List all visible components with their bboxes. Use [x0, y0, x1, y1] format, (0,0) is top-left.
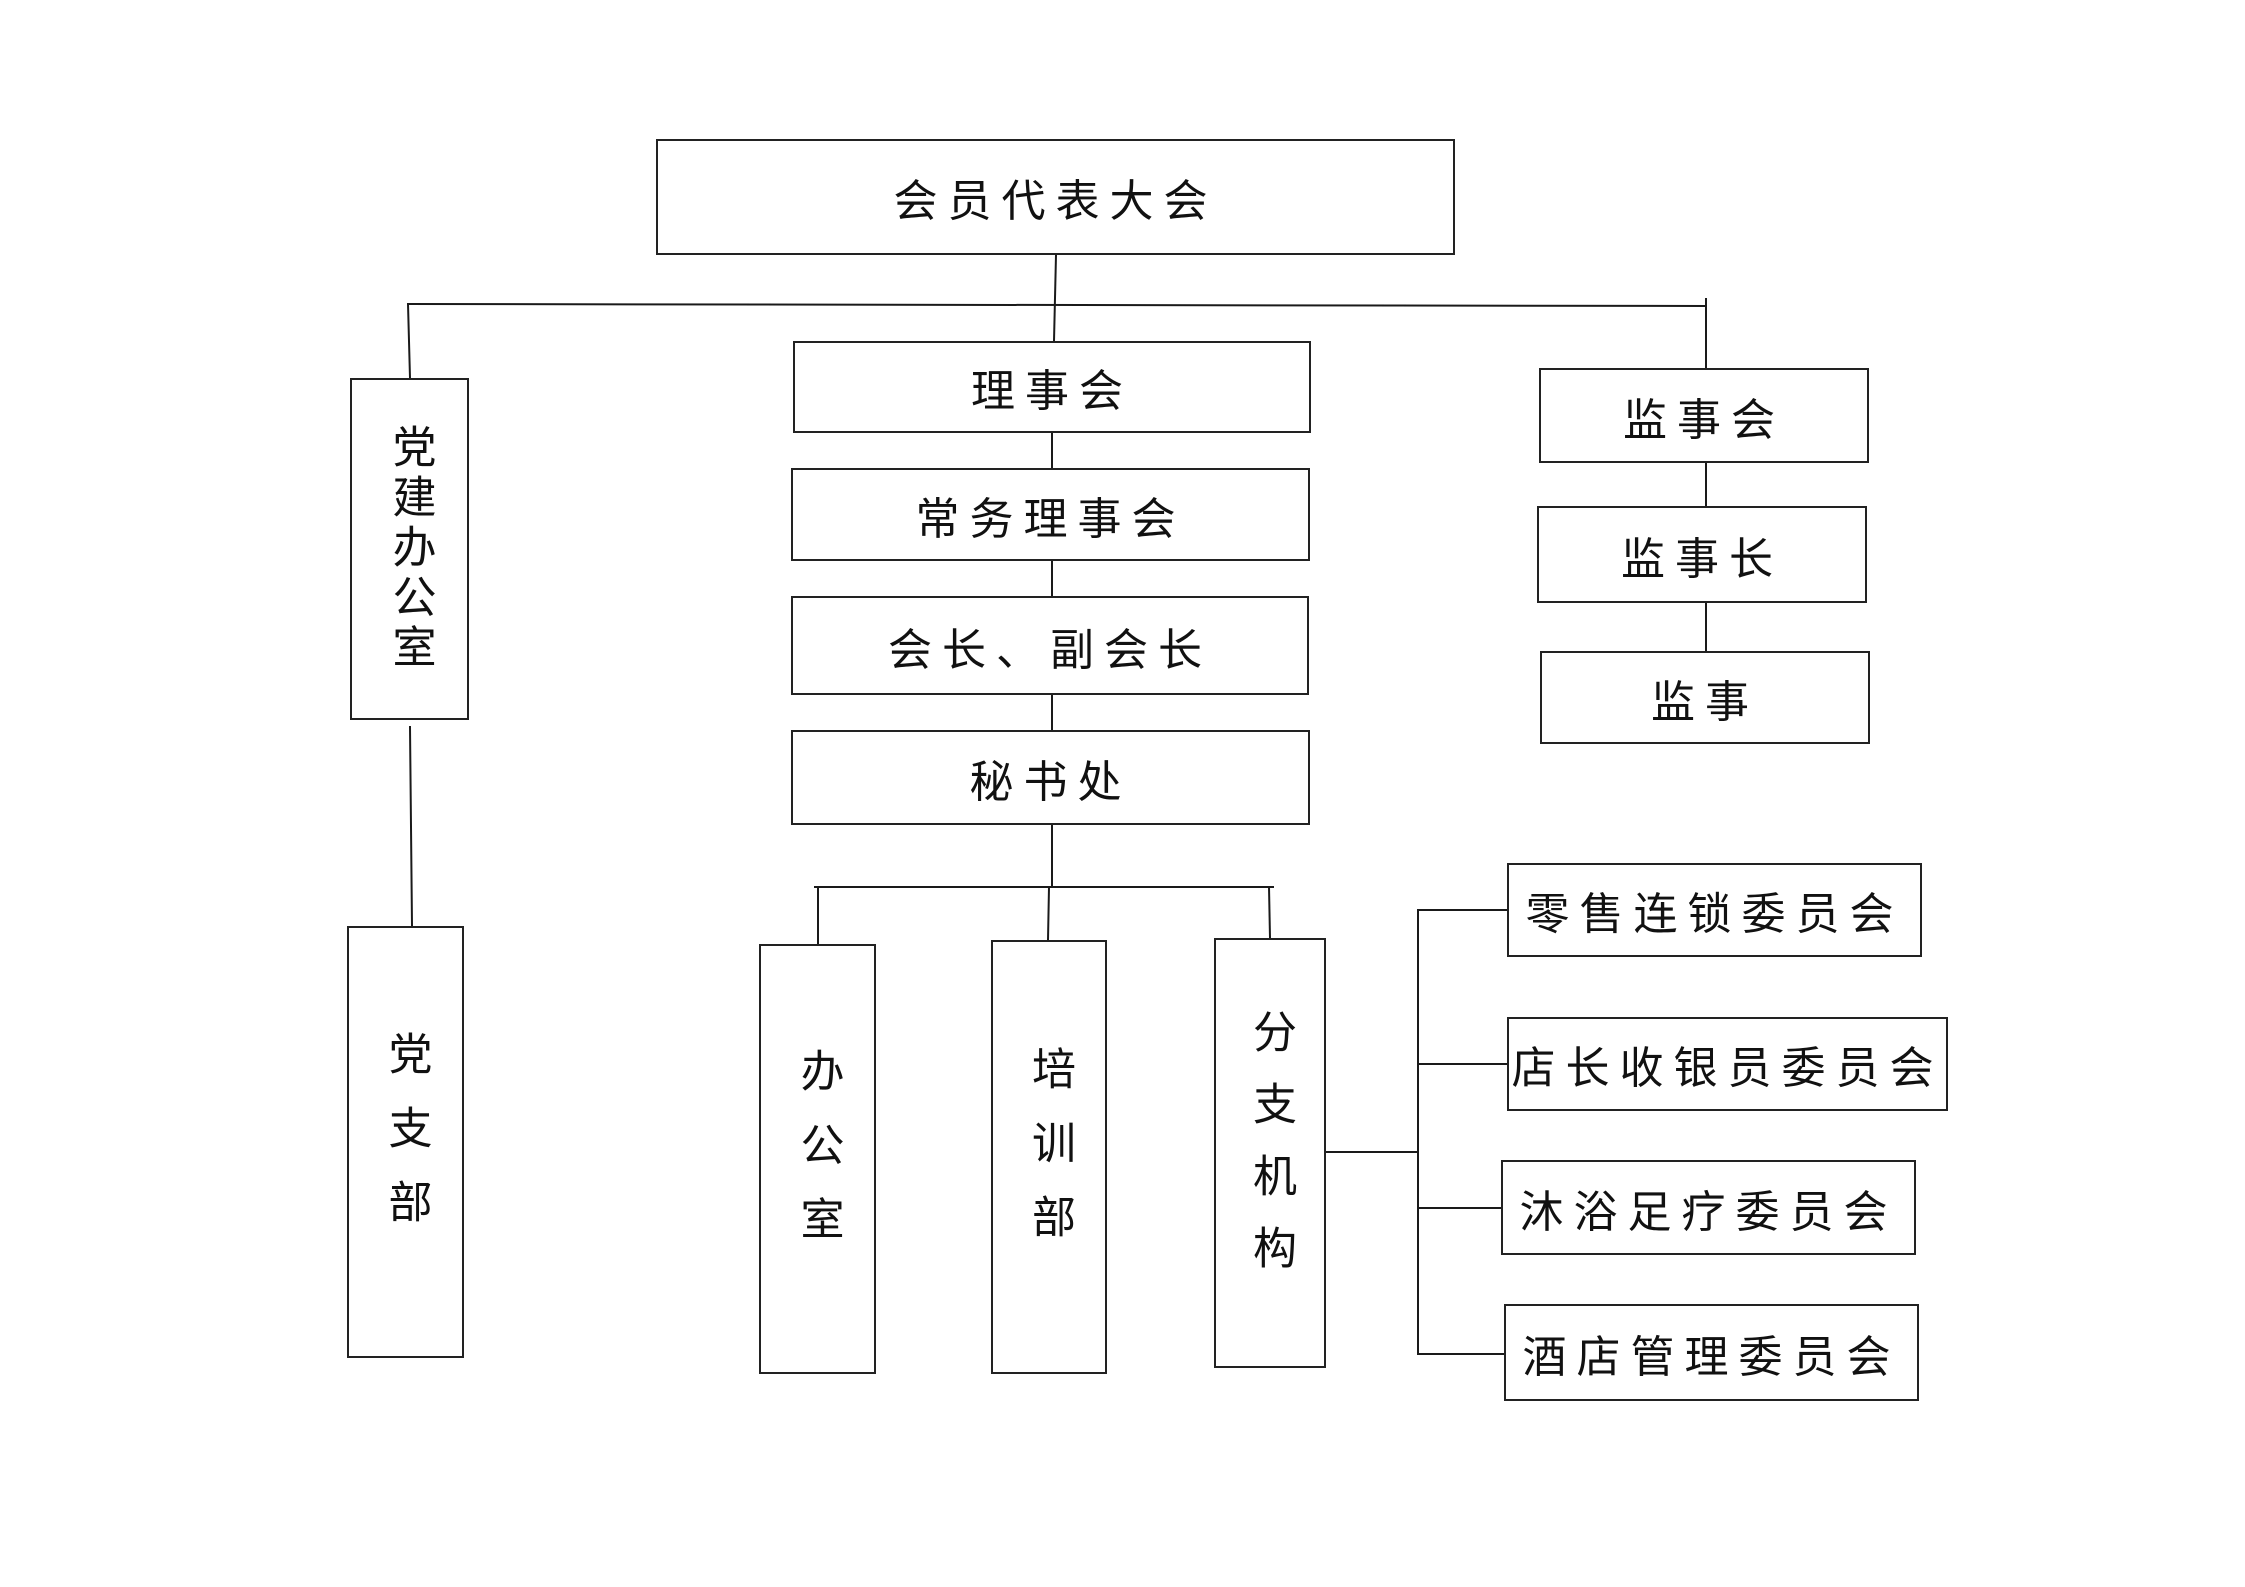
node-party-branch: 党支部: [347, 926, 464, 1358]
node-branches: 分支机构: [1214, 938, 1326, 1368]
node-supervisor: 监事: [1540, 651, 1870, 744]
node-retail-committee: 零售连锁委员会: [1507, 863, 1922, 957]
node-supervisor-label: 监事: [1651, 676, 1759, 728]
connector-party-branch: [408, 725, 414, 928]
node-congress: 会员代表大会: [656, 139, 1455, 255]
node-branches-label: 分支机构: [1245, 1009, 1296, 1297]
node-congress-label: 会员代表大会: [893, 176, 1218, 227]
node-council-label: 理事会: [971, 366, 1133, 417]
node-retail-committee-label: 零售连锁委员会: [1525, 889, 1904, 940]
node-party-office: 党建办公室: [350, 378, 469, 720]
node-council: 理事会: [793, 341, 1311, 433]
node-secretariat-label: 秘书处: [969, 756, 1132, 808]
node-training-label: 培训部: [1024, 1046, 1075, 1268]
connector-congress-down: [1052, 253, 1058, 343]
node-chief-supervisor: 监事长: [1537, 506, 1867, 603]
node-chief-supervisor-label: 监事长: [1621, 533, 1783, 585]
node-hotel-committee-label: 酒店管理委员会: [1522, 1331, 1901, 1383]
node-party-office-label: 党建办公室: [384, 424, 436, 674]
connector-branches-drop: [1267, 885, 1272, 940]
node-bath-committee: 沐浴足疗委员会: [1501, 1160, 1916, 1255]
connector-party-office-drop: [406, 302, 412, 380]
node-president-label: 会长、副会长: [888, 624, 1212, 676]
node-hotel-committee: 酒店管理委员会: [1504, 1304, 1919, 1401]
node-president: 会长、副会长: [791, 596, 1309, 695]
node-standing-council: 常务理事会: [791, 468, 1310, 561]
node-cashier-committee: 店长收银员委员会: [1507, 1017, 1948, 1111]
node-supervisory-board-label: 监事会: [1623, 394, 1785, 446]
node-party-branch-label: 党支部: [380, 1031, 432, 1253]
node-office: 办公室: [759, 944, 876, 1374]
node-bath-committee-label: 沐浴足疗委员会: [1519, 1186, 1898, 1238]
connector-training-drop: [1046, 885, 1051, 942]
node-cashier-committee-label: 店长收银员委员会: [1511, 1043, 1944, 1094]
node-office-label: 办公室: [792, 1048, 844, 1270]
node-training: 培训部: [991, 940, 1107, 1374]
node-supervisory-board: 监事会: [1539, 368, 1869, 463]
node-secretariat: 秘书处: [791, 730, 1310, 825]
node-standing-council-label: 常务理事会: [915, 493, 1186, 545]
connector-top-bar: [406, 302, 1708, 308]
